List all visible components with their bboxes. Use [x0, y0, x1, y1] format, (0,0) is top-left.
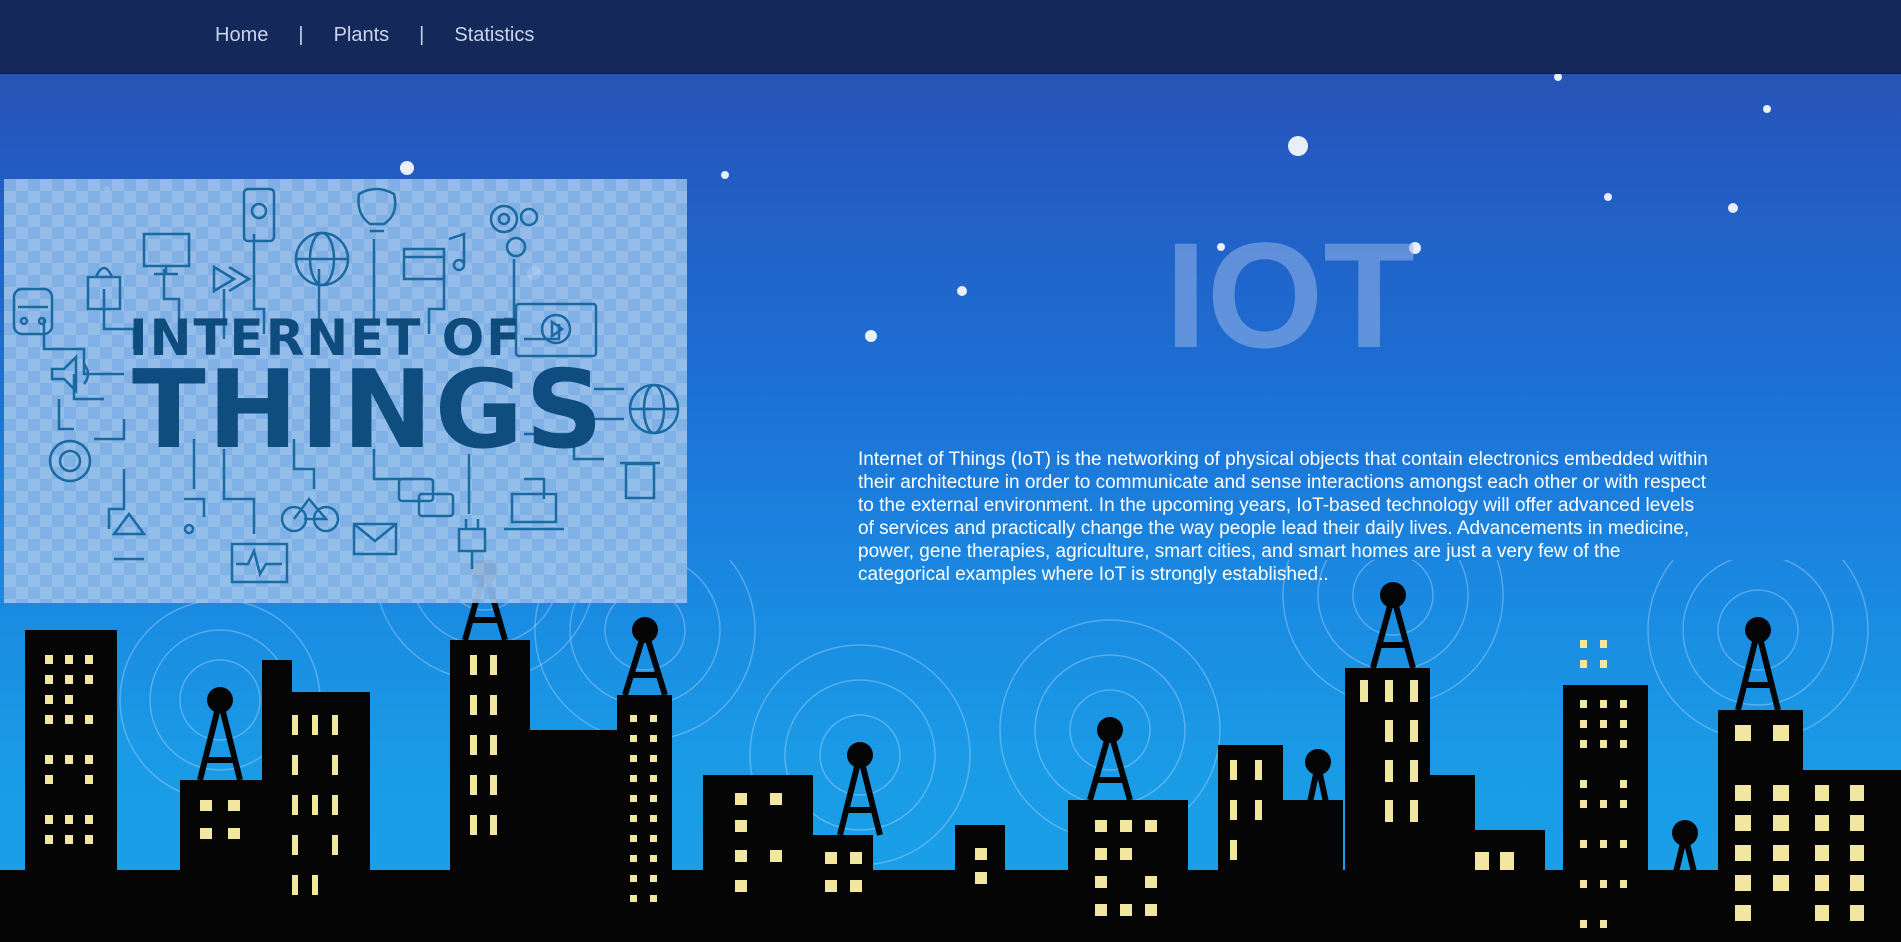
train-icon [12, 287, 54, 336]
recycle-icon [111, 511, 147, 561]
star [1554, 73, 1562, 81]
globe-icon-small [628, 383, 680, 435]
navbar: Home | Plants | Statistics [0, 0, 1901, 74]
nav-statistics-link[interactable]: Statistics [454, 24, 535, 46]
bulb-icon [357, 187, 397, 233]
video-icon [514, 302, 598, 358]
music-icon [448, 232, 466, 272]
globe-icon [294, 231, 350, 287]
nav-separator: | [298, 24, 304, 46]
mail-icon [352, 522, 398, 556]
iot-description: Internet of Things (IoT) is the networki… [858, 449, 1708, 585]
panel-title-line1: INTERNET OF [129, 309, 523, 367]
illustration-lines [42, 234, 624, 534]
laptop-icon [504, 492, 564, 531]
star [721, 171, 729, 179]
speaker-icon [50, 353, 90, 395]
page-title: IOT [1165, 211, 1415, 379]
phone-icon [242, 187, 276, 243]
star [865, 330, 877, 342]
trash-icon [620, 461, 660, 500]
faucet-icon [183, 497, 206, 535]
gear-icon [489, 204, 539, 258]
nav-plants-link[interactable]: Plants [333, 24, 390, 46]
star [1763, 105, 1771, 113]
nav-home-link[interactable]: Home [215, 24, 269, 46]
city-skyline [0, 560, 1901, 942]
panel-title-line2: THINGS [132, 348, 606, 473]
ecg-icon [230, 542, 289, 584]
star [1604, 193, 1612, 201]
star [400, 161, 414, 175]
bag-icon [86, 266, 122, 311]
bicycle-icon [280, 496, 340, 533]
buildings [0, 630, 1901, 942]
chat-icon [397, 477, 455, 518]
monitor-icon [142, 232, 191, 276]
tower-tips [207, 560, 1771, 846]
nav-separator: | [419, 24, 425, 46]
play-icon [212, 264, 252, 294]
star [1728, 203, 1738, 213]
sun-icon [48, 439, 92, 483]
star [957, 286, 967, 296]
nav-links: Home | Plants | Statistics [215, 24, 534, 47]
star [1288, 136, 1308, 156]
internet-of-things-illustration: INTERNET OF THINGS [4, 179, 687, 603]
film-icon [402, 247, 446, 281]
lit-windows [45, 640, 1864, 928]
plug-icon [457, 519, 487, 569]
